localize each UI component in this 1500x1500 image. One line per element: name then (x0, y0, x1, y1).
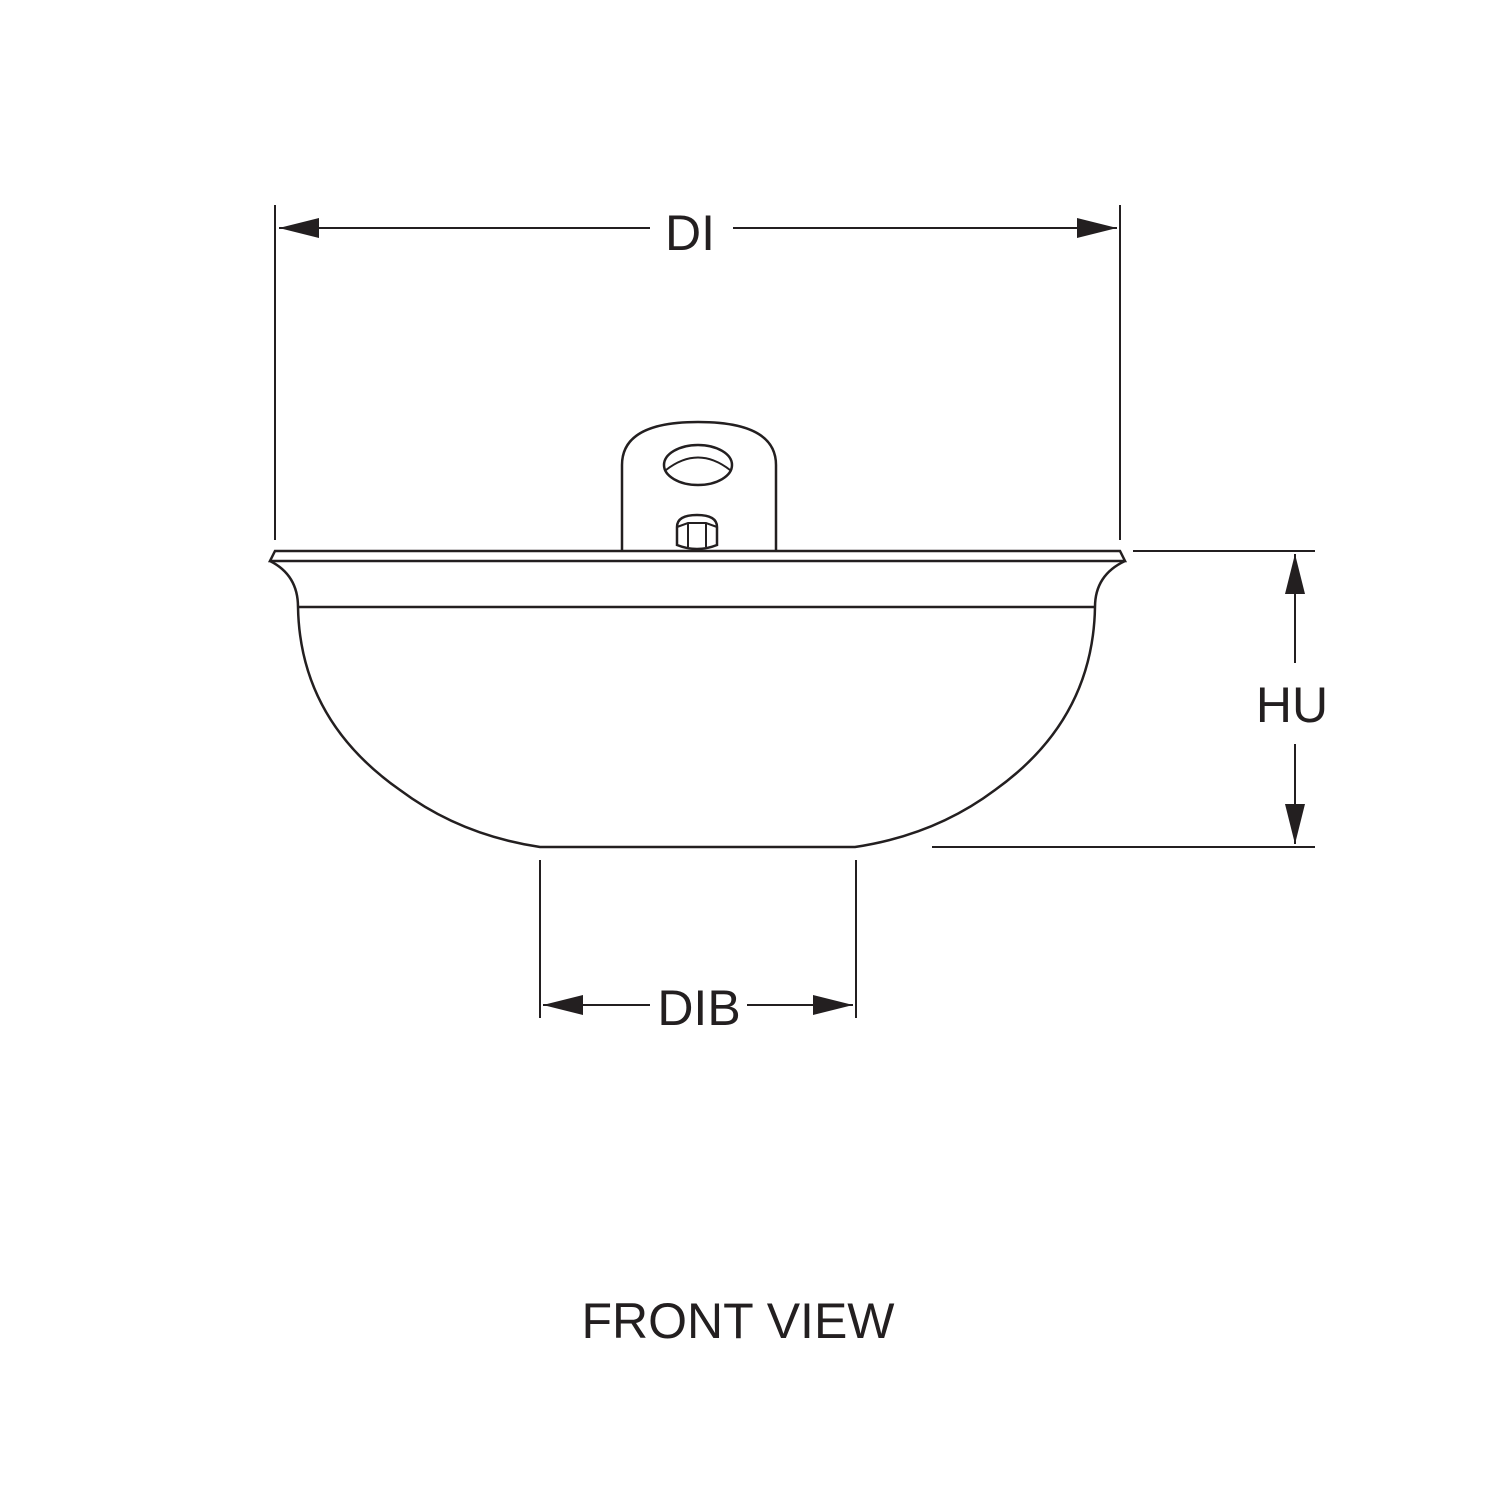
mounting-bracket (620, 420, 778, 551)
bowl-rim (267, 549, 1128, 563)
bowl (267, 549, 1128, 849)
bolt-icon (675, 513, 719, 551)
bracket-hole (662, 443, 734, 487)
di-label: DI (665, 205, 715, 261)
di-dimension: DI (274, 205, 1121, 540)
hu-label: HU (1256, 677, 1328, 733)
view-caption: FRONT VIEW (582, 1293, 896, 1349)
dib-label: DIB (657, 980, 740, 1036)
bracket-outline (620, 420, 778, 551)
hu-dimension: HU (932, 550, 1328, 848)
dib-dimension: DIB (539, 860, 857, 1036)
bracket-hole-inner (665, 456, 731, 471)
bowl-body (269, 559, 1126, 849)
